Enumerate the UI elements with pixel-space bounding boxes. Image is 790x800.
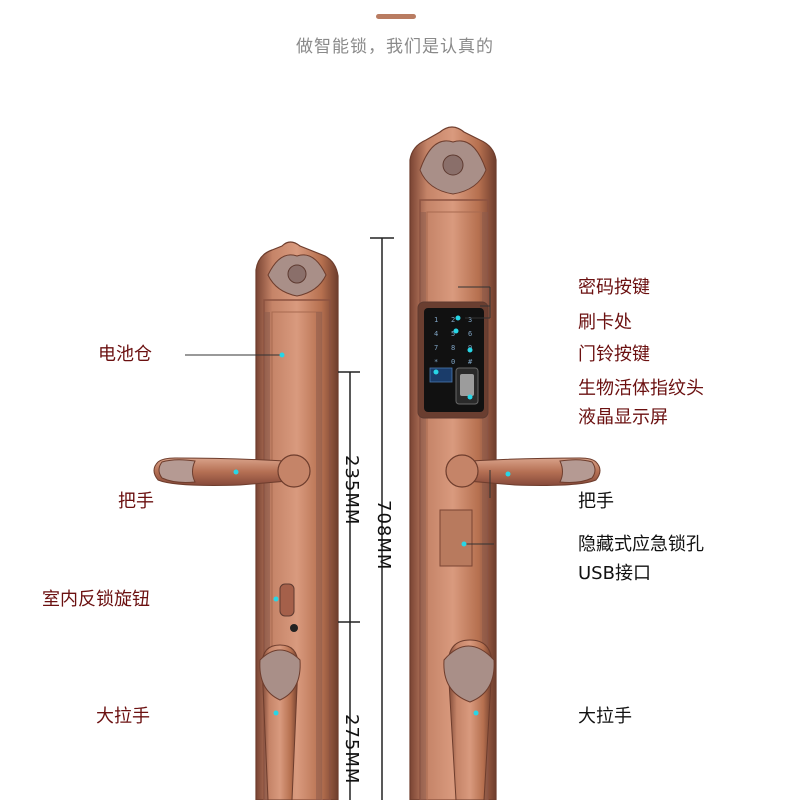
label-lcd: 液晶显示屏	[578, 407, 668, 428]
label-usb: USB接口	[578, 563, 651, 584]
svg-text:2: 2	[451, 316, 455, 324]
svg-text:3: 3	[468, 316, 472, 324]
svg-text:0: 0	[451, 358, 455, 366]
indoor-lock-panel	[153, 241, 339, 800]
label-doorbell: 门铃按键	[578, 344, 650, 365]
page-tagline: 做智能锁，我们是认真的	[296, 37, 494, 57]
leader-dots	[233, 315, 511, 716]
svg-text:5: 5	[451, 330, 455, 338]
svg-text:7: 7	[434, 344, 438, 352]
svg-text:*: *	[434, 358, 438, 366]
svg-text:4: 4	[434, 330, 438, 338]
svg-text:#: #	[468, 358, 473, 366]
label-keyhole: 隐藏式应急锁孔	[578, 534, 704, 555]
leader-lines	[185, 286, 494, 545]
dim-275mm: 275MM	[341, 714, 362, 785]
label-handle-left: 把手	[118, 491, 154, 512]
label-card: 刷卡处	[578, 312, 632, 333]
label-handle-right: 把手	[578, 491, 614, 512]
dim-235mm: 235MM	[341, 455, 362, 526]
label-pull-right: 大拉手	[578, 706, 632, 727]
svg-text:6: 6	[468, 330, 472, 338]
label-indoor-knob: 室内反锁旋钮	[42, 589, 150, 610]
outdoor-lock-panel: 123 456 789 *0#	[409, 126, 601, 800]
dim-708mm: 708MM	[373, 500, 394, 571]
top-accent-bar	[376, 14, 416, 19]
svg-text:8: 8	[451, 344, 455, 352]
dimension-lines	[338, 237, 394, 800]
label-pull-left: 大拉手	[96, 706, 150, 727]
svg-text:1: 1	[434, 316, 438, 324]
label-battery: 电池仓	[98, 344, 152, 365]
label-keypad: 密码按键	[578, 277, 650, 298]
label-fingerprint: 生物活体指纹头	[578, 378, 704, 399]
